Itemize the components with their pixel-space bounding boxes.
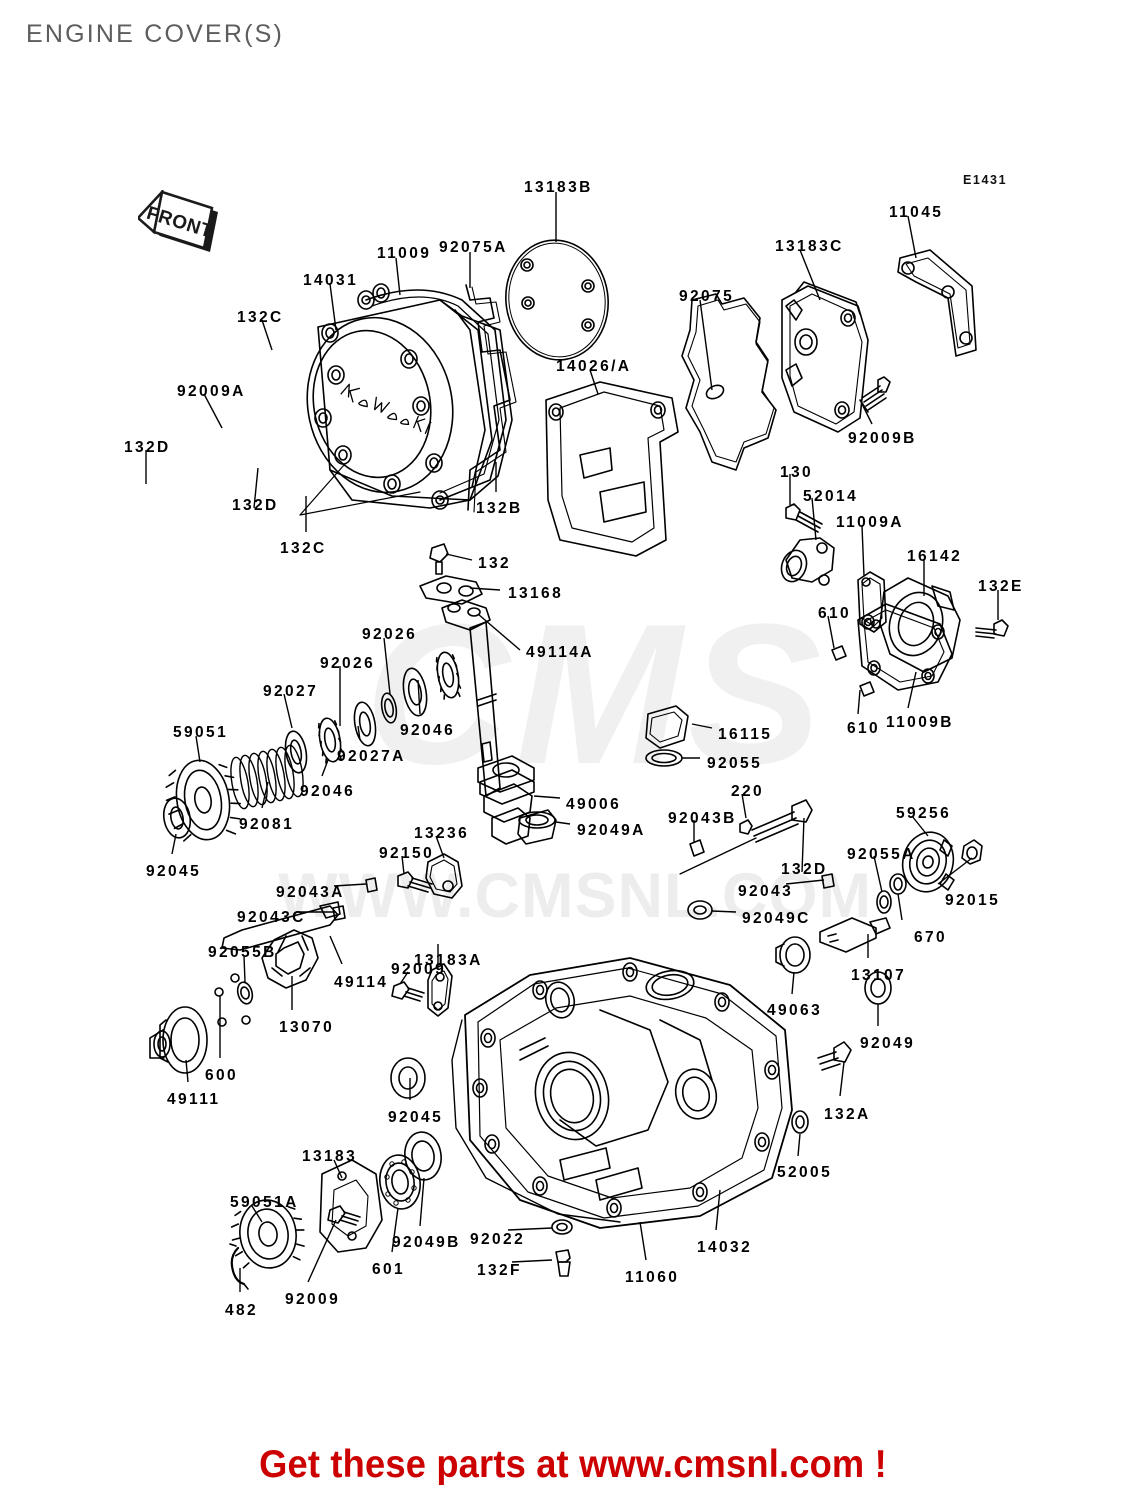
part-label-92027[interactable]: 92027 (263, 683, 319, 700)
part-label-13168[interactable]: 13168 (508, 585, 564, 602)
part-label-92045[interactable]: 92045 (146, 863, 202, 880)
part-label-13183c[interactable]: 13183C (775, 238, 844, 255)
part-label-132d[interactable]: 132D (781, 861, 828, 878)
part-label-59051a[interactable]: 59051A (230, 1194, 299, 1211)
part-label-11060[interactable]: 11060 (625, 1269, 680, 1286)
front-arrow-icon: FRONT (138, 190, 218, 252)
part-label-92075[interactable]: 92075 (679, 288, 735, 305)
part-label-132[interactable]: 132 (478, 555, 512, 572)
part-label-92150[interactable]: 92150 (379, 845, 435, 862)
part-label-92049b[interactable]: 92049B (392, 1234, 461, 1251)
part-label-59051[interactable]: 59051 (173, 724, 229, 741)
part-label-132f[interactable]: 132F (477, 1262, 522, 1279)
part-label-92009a[interactable]: 92009A (177, 383, 246, 400)
part-label-49111[interactable]: 49111 (167, 1091, 221, 1108)
part-label-610[interactable]: 610 (818, 605, 852, 622)
part-label-132b[interactable]: 132B (476, 500, 523, 517)
part-label-132a[interactable]: 132A (824, 1106, 871, 1123)
part-label-92046[interactable]: 92046 (300, 783, 356, 800)
part-label-92046[interactable]: 92046 (400, 722, 456, 739)
part-label-92027a[interactable]: 92027A (337, 748, 406, 765)
part-label-92009[interactable]: 92009 (391, 961, 447, 978)
footer-promo-text: Get these parts at www.cmsnl.com ! (259, 1443, 887, 1486)
part-label-92009b[interactable]: 92009B (848, 430, 917, 447)
part-label-92049[interactable]: 92049 (860, 1035, 916, 1052)
part-label-92055[interactable]: 92055 (707, 755, 763, 772)
part-label-11045[interactable]: 11045 (889, 204, 944, 221)
part-label-16142[interactable]: 16142 (907, 548, 963, 565)
part-label-92043a[interactable]: 92043A (276, 884, 345, 901)
part-label-92049a[interactable]: 92049A (577, 822, 646, 839)
part-label-92043c[interactable]: 92043C (237, 909, 306, 926)
part-label-13070[interactable]: 13070 (279, 1019, 335, 1036)
part-label-92055a[interactable]: 92055A (847, 846, 916, 863)
diagram-code: E1431 (963, 173, 1008, 187)
part-label-132d[interactable]: 132D (124, 439, 171, 456)
part-label-132c[interactable]: 132C (280, 540, 327, 557)
part-label-482[interactable]: 482 (225, 1302, 259, 1319)
part-label-601[interactable]: 601 (372, 1261, 406, 1278)
part-label-132c[interactable]: 132C (237, 309, 284, 326)
part-label-92045[interactable]: 92045 (388, 1109, 444, 1126)
part-label-14032[interactable]: 14032 (697, 1239, 753, 1256)
part-label-52014[interactable]: 52014 (803, 488, 859, 505)
part-label-13236[interactable]: 13236 (414, 825, 470, 842)
part-label-92049c[interactable]: 92049C (742, 910, 811, 927)
part-label-132d[interactable]: 132D (232, 497, 279, 514)
part-label-132e[interactable]: 132E (978, 578, 1024, 595)
part-label-59256[interactable]: 59256 (896, 805, 952, 822)
watermark-logo-text: CMS (365, 583, 828, 806)
part-label-49114a[interactable]: 49114A (526, 644, 594, 661)
part-label-13183[interactable]: 13183 (302, 1148, 358, 1165)
part-label-49006[interactable]: 49006 (566, 796, 622, 813)
cmsnl-watermark: CMS WWW.CMSNL.COM (150, 560, 1000, 1020)
part-label-220[interactable]: 220 (731, 783, 765, 800)
part-label-52005[interactable]: 52005 (777, 1164, 833, 1181)
part-label-13107[interactable]: 13107 (851, 967, 907, 984)
part-label-92043b[interactable]: 92043B (668, 810, 737, 827)
part-label-14031[interactable]: 14031 (303, 272, 359, 289)
part-label-11009a[interactable]: 11009A (836, 514, 904, 531)
part-label-92043[interactable]: 92043 (738, 883, 794, 900)
part-label-92015[interactable]: 92015 (945, 892, 1001, 909)
part-label-130[interactable]: 130 (780, 464, 814, 481)
part-label-13183a[interactable]: 13183A (414, 952, 483, 969)
page-title: ENGINE COVER(S) (26, 20, 285, 48)
part-label-11009[interactable]: 11009 (377, 245, 432, 262)
part-label-49063[interactable]: 49063 (767, 1002, 823, 1019)
part-label-92075a[interactable]: 92075A (439, 239, 508, 256)
part-label-16115[interactable]: 16115 (718, 726, 773, 743)
part-label-670[interactable]: 670 (914, 929, 948, 946)
part-label-92055b[interactable]: 92055B (208, 944, 277, 961)
part-label-610[interactable]: 610 (847, 720, 881, 737)
part-label-11009b[interactable]: 11009B (886, 714, 954, 731)
part-label-92022[interactable]: 92022 (470, 1231, 526, 1248)
part-label-49114[interactable]: 49114 (334, 974, 389, 991)
part-label-13183b[interactable]: 13183B (524, 179, 593, 196)
part-label-92081[interactable]: 92081 (239, 816, 295, 833)
part-label-14026/a[interactable]: 14026/A (556, 358, 632, 375)
part-label-92026[interactable]: 92026 (320, 655, 376, 672)
part-label-600[interactable]: 600 (205, 1067, 239, 1084)
part-label-92026[interactable]: 92026 (362, 626, 418, 643)
part-label-92009[interactable]: 92009 (285, 1291, 341, 1308)
